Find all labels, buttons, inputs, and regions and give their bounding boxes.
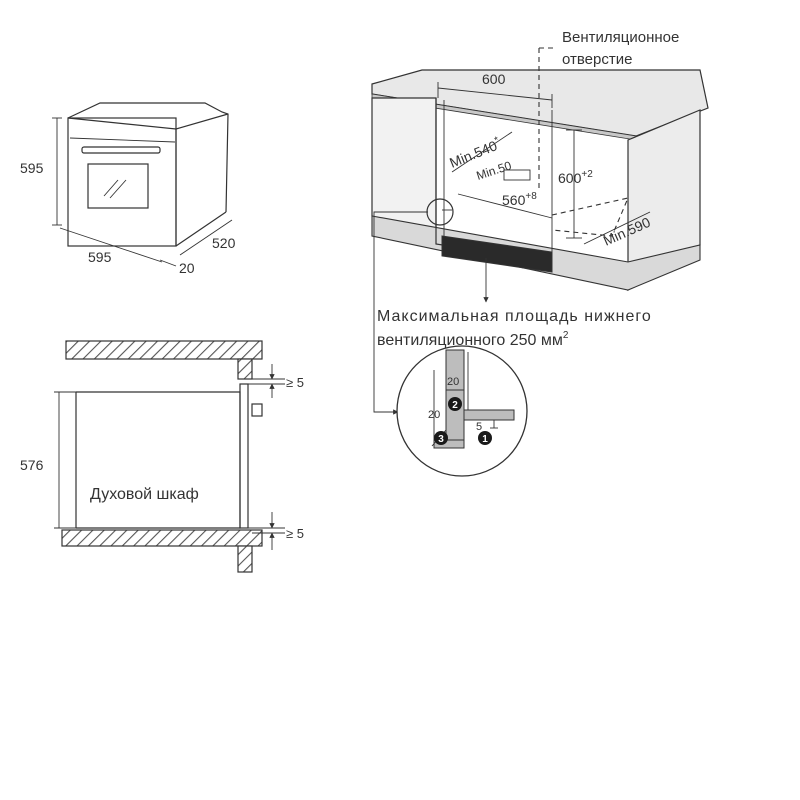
height-600-text: 600 <box>558 170 582 186</box>
bottom-post <box>237 545 253 573</box>
detail-dim-20-top: 20 <box>447 376 459 388</box>
detail-view: 20 20 5 2 1 3 <box>396 345 528 477</box>
marker-3: 3 <box>434 431 448 445</box>
oven-iso-view: 595 595 520 20 <box>20 102 236 276</box>
marker-1: 1 <box>478 431 492 445</box>
marker-2-text: 2 <box>452 400 458 411</box>
marker-3-text: 3 <box>438 434 444 445</box>
cabinet-label: Духовой шкаф <box>90 486 199 503</box>
width-600-label: 600 <box>482 71 506 87</box>
note-line-2: вентиляционного 250 мм2 <box>377 330 569 349</box>
oven-depth-label: 520 <box>212 235 236 251</box>
oven-width-label: 595 <box>88 249 112 265</box>
bottom-shelf <box>61 529 263 547</box>
width-560-label: 560+8 <box>502 191 537 208</box>
oven-height-label: 595 <box>20 160 44 176</box>
width-560-text: 560 <box>502 192 526 208</box>
top-shelf <box>65 340 263 360</box>
detail-dim-20-left: 20 <box>428 409 440 421</box>
min-540-sup: * <box>493 135 501 147</box>
marker-1-text: 1 <box>482 434 488 445</box>
niche-view: Вентиляционное отверстие 600 Min.540* Mi… <box>371 29 709 415</box>
width-560-sup: +8 <box>525 191 537 202</box>
vent-label-2: отверстие <box>562 51 632 68</box>
gap-top-label: ≥ 5 <box>286 375 304 390</box>
gap-bottom-label: ≥ 5 <box>286 526 304 541</box>
side-height-label: 576 <box>20 457 44 473</box>
marker-2: 2 <box>448 397 462 411</box>
vent-label-1: Вентиляционное <box>562 29 679 46</box>
side-view: 576 Духовой шкаф ≥ 5 ≥ 5 <box>20 340 304 573</box>
note-line-2-text: вентиляционного 250 мм <box>377 332 563 349</box>
height-600-label: 600+2 <box>558 169 593 186</box>
detail-dim-5: 5 <box>476 421 482 433</box>
note-line-1: Максимальная площадь нижнего <box>377 308 652 325</box>
height-600-sup: +2 <box>581 169 593 180</box>
top-post <box>237 358 253 380</box>
note-sup: 2 <box>563 330 569 341</box>
oven-front-label: 20 <box>179 260 195 276</box>
